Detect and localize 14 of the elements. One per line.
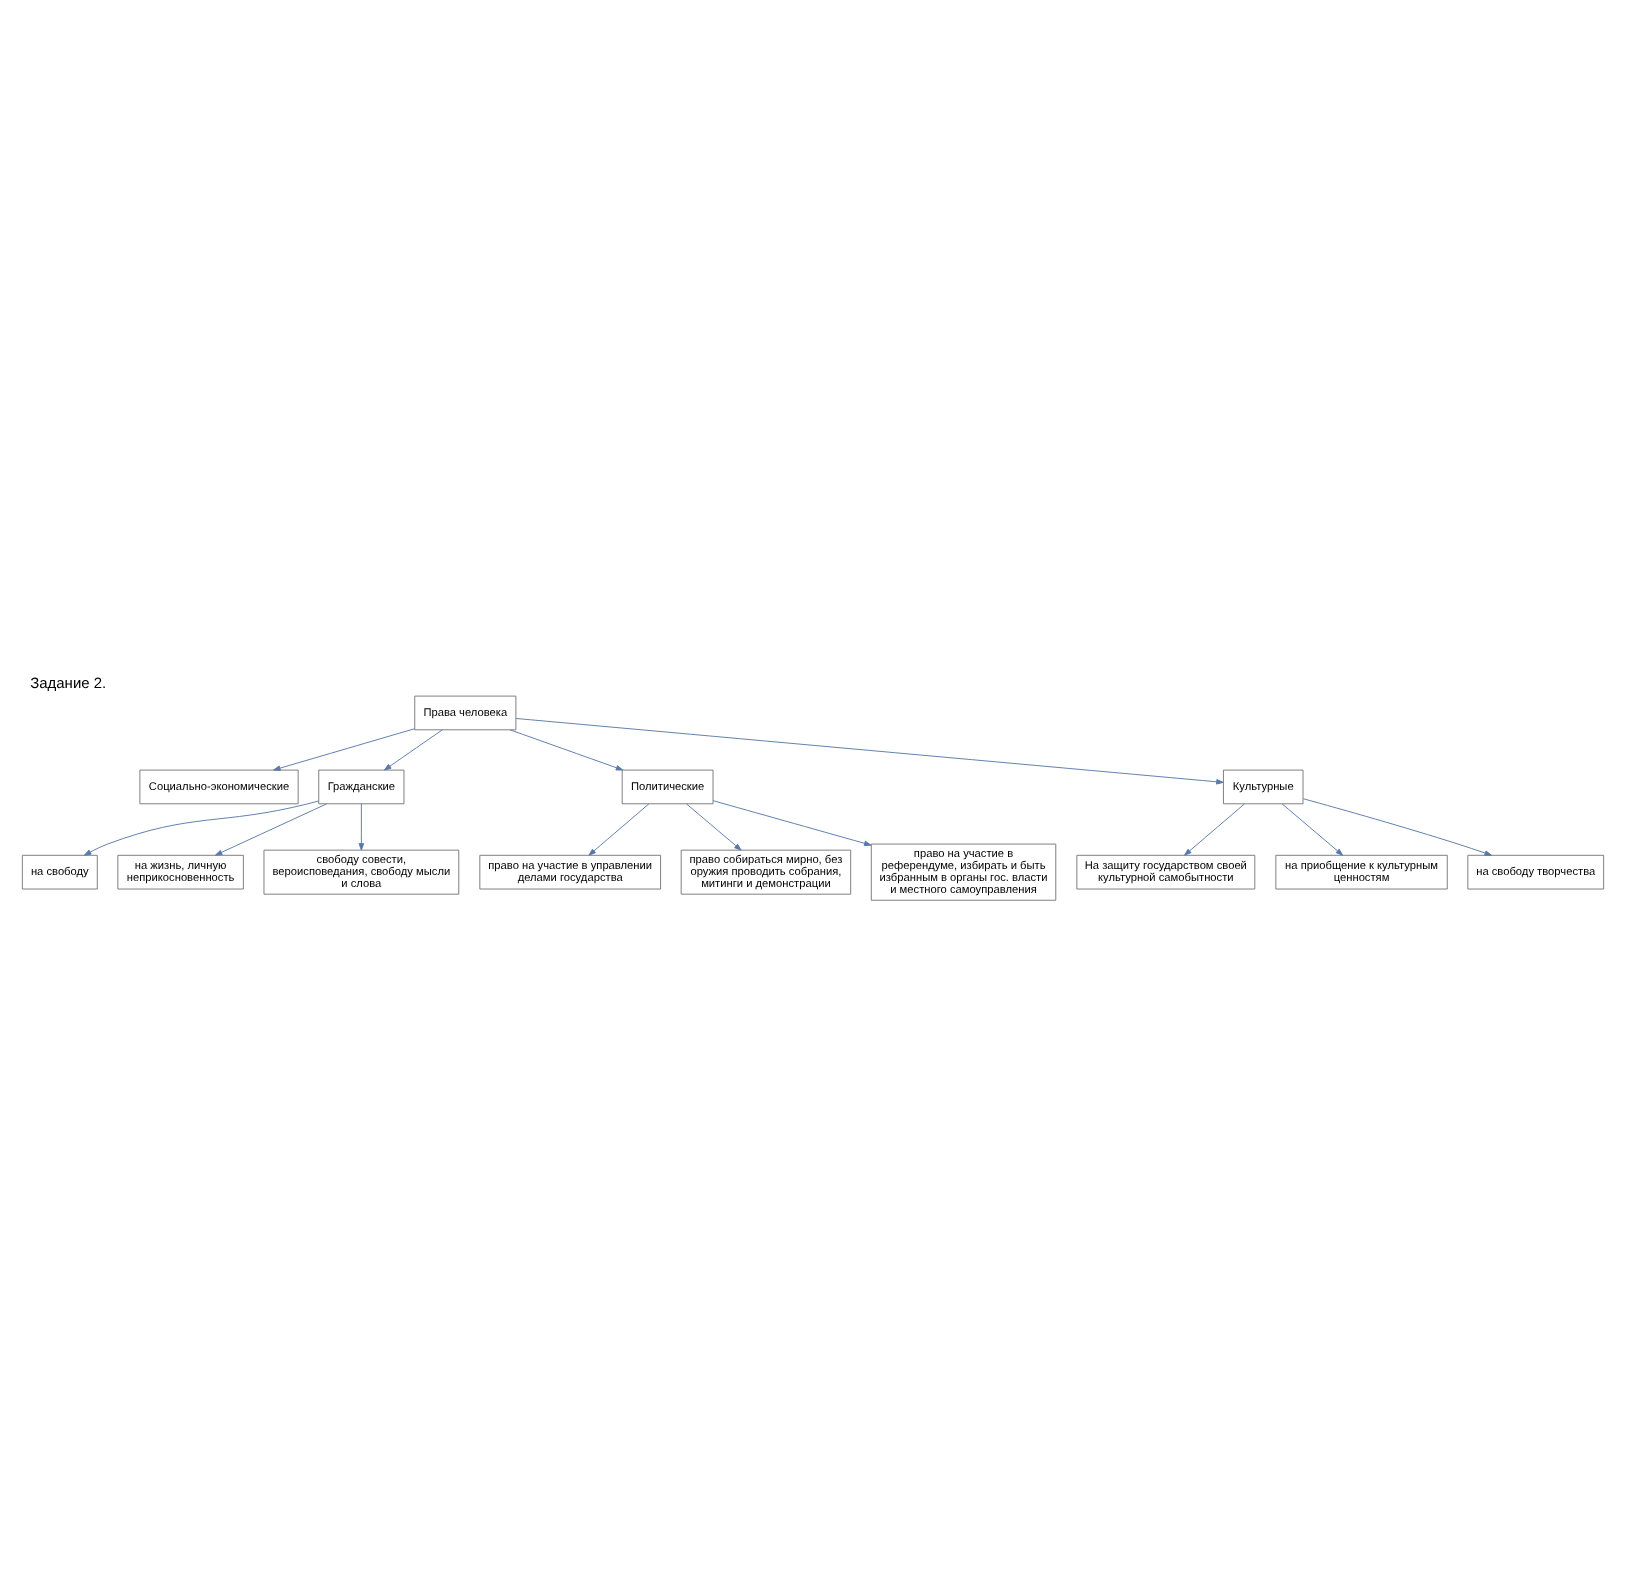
arrow <box>588 802 650 855</box>
arrow <box>1281 802 1344 855</box>
arrow <box>358 802 365 850</box>
arrow <box>214 802 327 855</box>
arrow <box>686 802 742 850</box>
arrow <box>509 728 624 770</box>
arrow <box>273 727 416 770</box>
arrow <box>1184 802 1245 855</box>
arrow <box>712 799 872 846</box>
arrow <box>383 728 443 770</box>
diagram-title: Задание 2. <box>30 672 107 691</box>
arrow <box>515 717 1224 784</box>
arrow <box>83 799 320 855</box>
arrow <box>1302 797 1492 855</box>
